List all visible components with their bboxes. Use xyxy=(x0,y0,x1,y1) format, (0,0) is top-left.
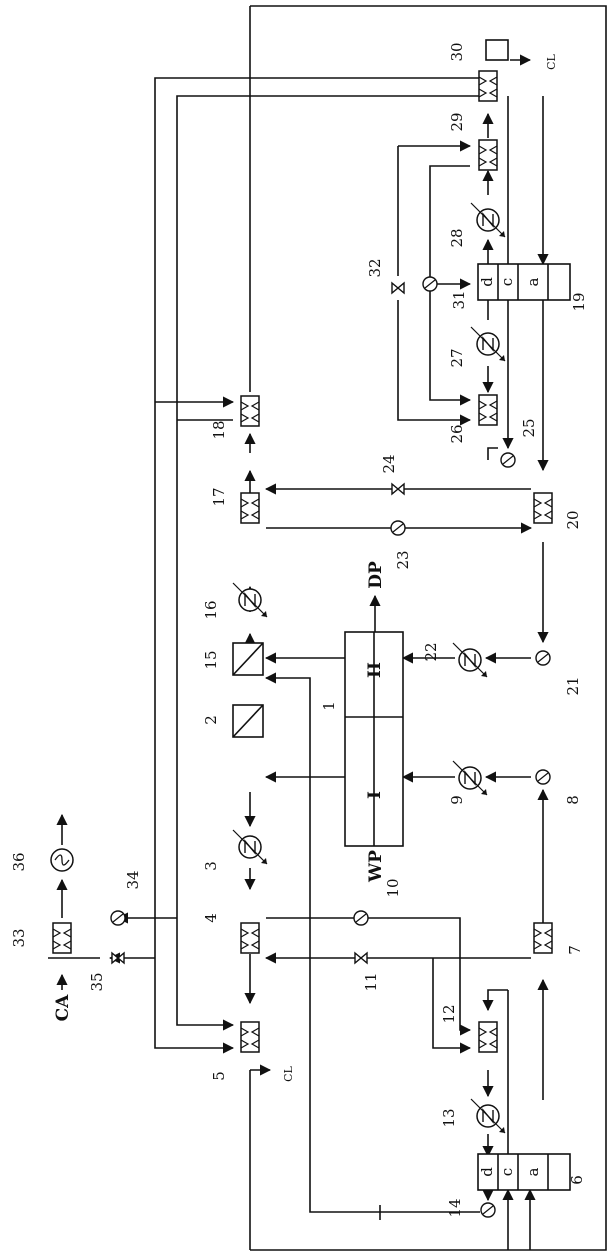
label-14: 14 xyxy=(446,1198,464,1217)
system-boundary xyxy=(250,6,606,1250)
pump-31 xyxy=(423,277,437,291)
heat-exchanger-26 xyxy=(479,395,497,425)
heat-exchanger-20 xyxy=(534,493,552,523)
label-23: 23 xyxy=(394,550,412,569)
label-24: 24 xyxy=(380,454,398,473)
pump-21 xyxy=(536,651,550,665)
filter-2 xyxy=(233,705,263,737)
pump-8 xyxy=(536,770,550,784)
label-12: 12 xyxy=(440,1004,458,1023)
label-22: 22 xyxy=(422,642,440,661)
label-8: 8 xyxy=(564,795,582,805)
tank-19: d c a xyxy=(478,264,570,300)
label-29: 29 xyxy=(448,112,466,131)
label-9: 9 xyxy=(448,795,466,805)
compressor-22 xyxy=(453,643,487,677)
heat-exchanger-29 xyxy=(479,140,497,170)
label-3: 3 xyxy=(202,861,220,871)
compressor-9 xyxy=(453,761,487,795)
section-II-label: II xyxy=(365,662,385,678)
tank-6-c: c xyxy=(498,1168,516,1176)
label-5: 5 xyxy=(210,1071,228,1081)
tank-19-d: d xyxy=(478,277,496,287)
label-13: 13 xyxy=(440,1108,458,1127)
label-35: 35 xyxy=(88,972,106,991)
label-32: 32 xyxy=(366,258,384,277)
tank-6-a: a xyxy=(524,1167,542,1176)
piping xyxy=(48,6,543,1250)
label-19: 19 xyxy=(570,292,588,311)
stream-dp: DP xyxy=(366,561,386,589)
stream-ca: CA xyxy=(53,994,73,1022)
label-33: 33 xyxy=(10,928,28,947)
equipment-labels: 30 29 28 32 31 19 27 25 26 18 24 17 20 2… xyxy=(10,42,588,1217)
valve-11 xyxy=(355,953,367,963)
label-31: 31 xyxy=(450,290,468,309)
pump-23 xyxy=(391,521,405,535)
label-16: 16 xyxy=(202,600,220,619)
filter-15 xyxy=(233,643,263,675)
heat-exchanger-18 xyxy=(241,396,259,426)
label-4: 4 xyxy=(202,913,220,923)
valve-24 xyxy=(392,484,404,494)
heat-exchanger-33 xyxy=(53,923,71,953)
tank-30-top xyxy=(486,40,508,60)
label-15: 15 xyxy=(202,650,220,669)
tank-19-c: c xyxy=(498,278,516,286)
heat-exchanger-12 xyxy=(479,1022,497,1052)
label-28: 28 xyxy=(448,228,466,247)
pump-25 xyxy=(501,453,515,467)
label-10: 10 xyxy=(384,878,402,897)
label-27: 27 xyxy=(448,348,466,367)
heat-exchanger-4 xyxy=(241,923,259,953)
pump-34 xyxy=(111,911,125,925)
label-7: 7 xyxy=(566,945,584,955)
pump-14 xyxy=(481,1203,495,1217)
label-20: 20 xyxy=(564,510,582,529)
label-2: 2 xyxy=(202,715,220,725)
label-25: 25 xyxy=(520,418,538,437)
pump-10 xyxy=(354,911,368,925)
label-26: 26 xyxy=(448,424,466,443)
stream-wp: WP xyxy=(366,850,386,883)
label-1: 1 xyxy=(320,701,338,711)
section-I-label: I xyxy=(365,791,385,799)
label-6: 6 xyxy=(568,1175,586,1185)
valve-32 xyxy=(392,283,404,293)
compressor-3 xyxy=(233,830,267,864)
label-21: 21 xyxy=(564,676,582,695)
tank-6: d c a xyxy=(478,1154,570,1190)
heat-exchanger-30 xyxy=(479,71,497,101)
label-30: 30 xyxy=(448,42,466,61)
label-17: 17 xyxy=(210,487,228,506)
compressor-27 xyxy=(471,327,505,361)
label-36: 36 xyxy=(10,852,28,871)
membrane-column-1: II I xyxy=(345,632,403,846)
heat-exchanger-5 xyxy=(241,1022,259,1052)
heat-exchanger-7 xyxy=(534,923,552,953)
compressor-28 xyxy=(471,203,505,237)
label-18: 18 xyxy=(210,420,228,439)
stream-cl-bottom: CL xyxy=(282,1065,295,1081)
label-11: 11 xyxy=(362,972,380,991)
valve-35 xyxy=(112,953,124,963)
tank-6-d: d xyxy=(478,1167,496,1177)
tank-19-a: a xyxy=(524,277,542,286)
stream-cl-top: CL xyxy=(545,53,558,69)
heat-exchanger-17 xyxy=(241,493,259,523)
label-34: 34 xyxy=(124,870,142,889)
compressor-13 xyxy=(471,1099,505,1133)
fan-36 xyxy=(51,849,73,871)
